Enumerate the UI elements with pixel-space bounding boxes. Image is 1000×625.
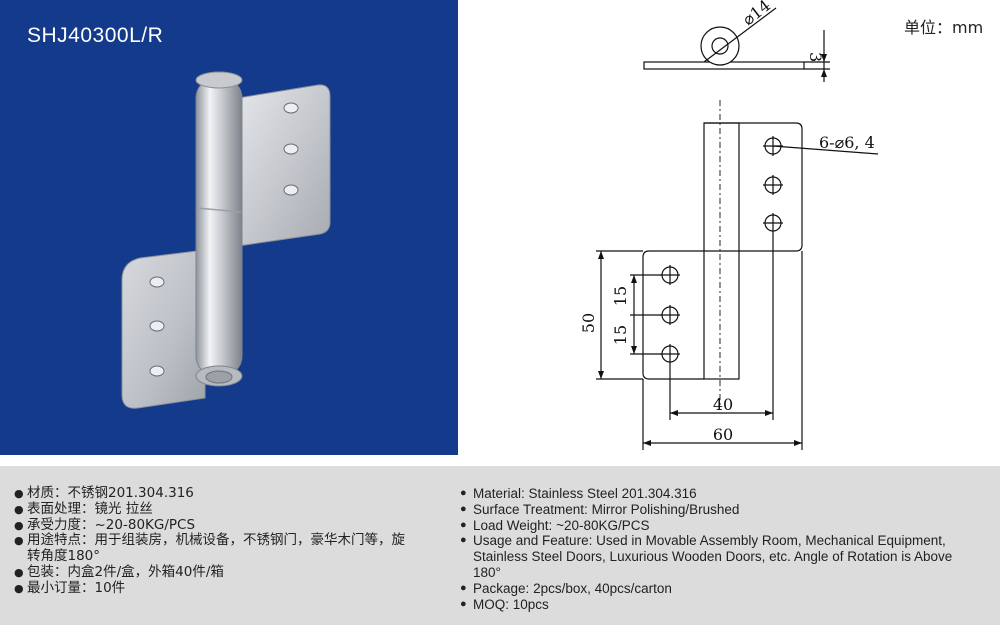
spec-value: Mirror Polishing/Brushed: [591, 501, 740, 517]
bullet-icon: ●: [460, 534, 467, 547]
spec-label: 用途特点：: [27, 532, 95, 549]
spec-value: ~20-80KG/PCS: [556, 517, 650, 533]
hole-span-label: 40: [713, 395, 733, 414]
spec-value: 10件: [94, 579, 126, 596]
spec-item: ●承受力度：~20-80KG/PCS: [14, 516, 434, 534]
spec-value: Used in Movable Assembly Room, Mechanica…: [473, 533, 953, 580]
bullet-icon: ●: [460, 502, 467, 515]
lower-holes: [660, 265, 680, 364]
spec-label: MOQ:: [473, 596, 509, 612]
spec-item: ● Material: Stainless Steel 201.304.316: [460, 486, 980, 502]
spec-label: 包装：: [27, 563, 68, 580]
spec-value: 内盒2件/盒，外箱40件/箱: [67, 563, 224, 580]
hole-callout-label: 6-⌀6, 4: [819, 133, 875, 152]
height-label: 50: [579, 313, 598, 333]
hinge-photo: [121, 71, 331, 409]
spec-item: ● Load Weight: ~20-80KG/PCS: [460, 518, 980, 534]
spec-value: Stainless Steel 201.304.316: [528, 486, 697, 501]
bullet-icon: ●: [460, 581, 467, 594]
spec-label: Surface Treatment:: [473, 501, 588, 517]
hole-callout-leader: [772, 145, 879, 155]
bullet-icon: ●: [460, 597, 467, 610]
spec-item: ●最小订量：10件: [14, 579, 434, 597]
bullet-icon: ●: [460, 518, 467, 531]
spec-label: Load Weight:: [473, 517, 553, 533]
spec-item: ● Package: 2pcs/box, 40pcs/carton: [460, 581, 980, 597]
spec-label: Usage and Feature:: [473, 533, 593, 549]
spec-label: Material:: [473, 486, 525, 501]
spec-label: 承受力度：: [27, 516, 95, 533]
product-photo-panel: SHJ40300L/R: [0, 0, 458, 455]
bullet-icon: ●: [460, 487, 467, 499]
spec-item: ●用途特点：用于组装房，机械设备，不锈钢门，豪华木门等，旋转角度180°: [14, 532, 434, 565]
specs-english: ● Material: Stainless Steel 201.304.316 ●…: [460, 486, 980, 612]
spec-value: 10pcs: [512, 596, 549, 612]
spec-item: ●表面处理：镜光 拉丝: [14, 500, 434, 518]
spec-label: 表面处理：: [27, 500, 95, 517]
spec-value: 镜光 拉丝: [94, 500, 153, 517]
model-title: SHJ40300L/R: [27, 24, 164, 47]
thickness-label: 3: [806, 52, 825, 62]
spec-item: ●材质：不锈钢201.304.316: [14, 485, 434, 502]
pitch-bottom-label: 15: [611, 325, 630, 345]
width-label: 60: [713, 425, 733, 444]
spec-item: ● Usage and Feature: Used in Movable Asse…: [460, 533, 980, 580]
spec-value: 不锈钢201.304.316: [67, 485, 194, 501]
spec-value: 用于组装房，机械设备，不锈钢门，豪华木门等，旋转角度180°: [27, 532, 405, 565]
bullet-icon: ●: [14, 502, 24, 516]
top-view-pin: [711, 37, 729, 55]
spec-item: ●包装：内盒2件/盒，外箱40件/箱: [14, 563, 434, 581]
upper-leaf-outline: [704, 122, 803, 252]
bullet-icon: ●: [14, 565, 24, 579]
bullet-icon: ●: [14, 534, 24, 548]
spec-item: ● MOQ: 10pcs: [460, 597, 980, 613]
bullet-icon: ●: [14, 581, 24, 595]
upper-holes: [763, 136, 783, 233]
spec-value: 2pcs/box, 40pcs/carton: [533, 580, 672, 596]
specs-chinese: ●材质：不锈钢201.304.316 ●表面处理：镜光 拉丝 ●承受力度：~20…: [14, 485, 434, 597]
spec-label: 材质：: [27, 485, 68, 501]
spec-label: Package:: [473, 580, 530, 596]
spec-value: ~20-80KG/PCS: [94, 516, 196, 533]
spec-item: ● Surface Treatment: Mirror Polishing/Bru…: [460, 502, 980, 518]
spec-band: ●材质：不锈钢201.304.316 ●表面处理：镜光 拉丝 ●承受力度：~20…: [0, 466, 1000, 625]
bullet-icon: ●: [14, 518, 24, 532]
bullet-icon: ●: [14, 487, 24, 500]
pin-diameter-label: ⌀14: [739, 0, 774, 29]
technical-drawing: ⌀14 3 6-⌀6, 4 50 15 15 40 60: [579, 0, 879, 450]
spec-label: 最小订量：: [27, 579, 95, 596]
pitch-top-label: 15: [611, 286, 630, 306]
unit-label: 单位：mm: [904, 18, 984, 37]
barrel-outline: [703, 122, 740, 380]
pin-diameter-leader: [703, 7, 777, 63]
